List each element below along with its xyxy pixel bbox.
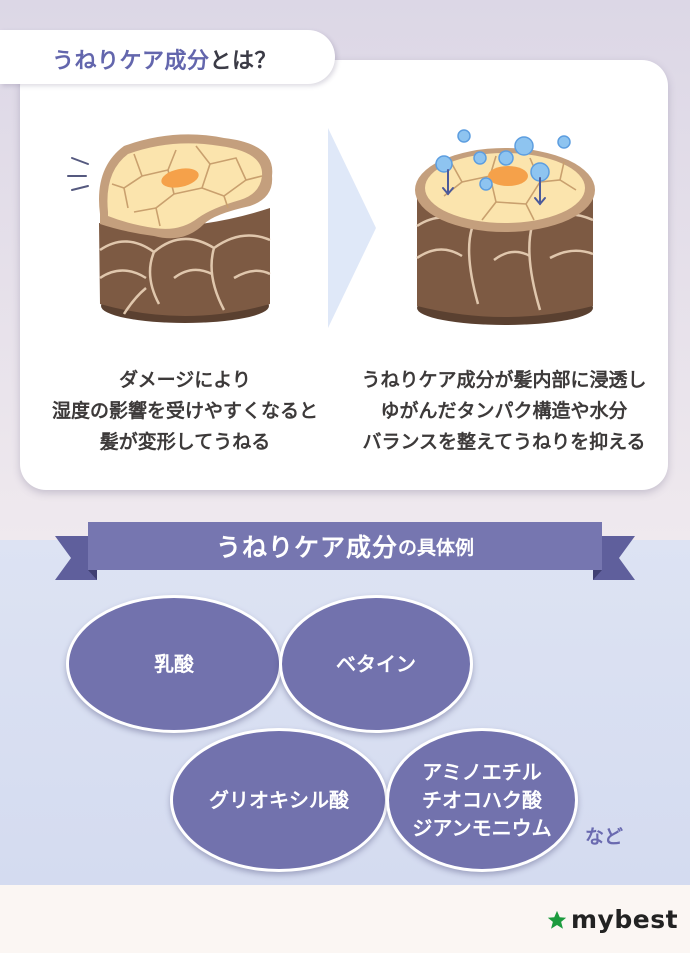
examples-ribbon [55, 522, 635, 580]
damage-caption: ダメージにより 湿度の影響を受けやすくなると 髪が変形してうねる [51, 369, 318, 453]
care-caption: うねりケア成分が髪内部に浸透し ゆがんだタンパク構造や水分 バランスを整えてうね… [361, 369, 647, 453]
star-icon [547, 910, 567, 929]
treated-hair-illustration [415, 129, 595, 325]
header-tab [0, 30, 335, 84]
footer-background [0, 885, 690, 953]
damaged-hair-illustration [67, 134, 273, 323]
ingredient-betaine: ベタイン [279, 595, 473, 733]
etc-label: など [585, 826, 624, 848]
brand-logo: mybest [546, 905, 678, 934]
ingredient-glyoxylic-acid: グリオキシル酸 [170, 728, 388, 872]
examples-title: うねりケア成分の具体例 [215, 533, 475, 562]
ingredient-diammonium-aminoethyl-thiosuccinate: アミノエチル チオコハク酸 ジアンモニウム [386, 728, 578, 872]
ingredient-lactic-acid: 乳酸 [66, 595, 282, 733]
page-title: うねりケア成分とは？ [52, 49, 278, 74]
